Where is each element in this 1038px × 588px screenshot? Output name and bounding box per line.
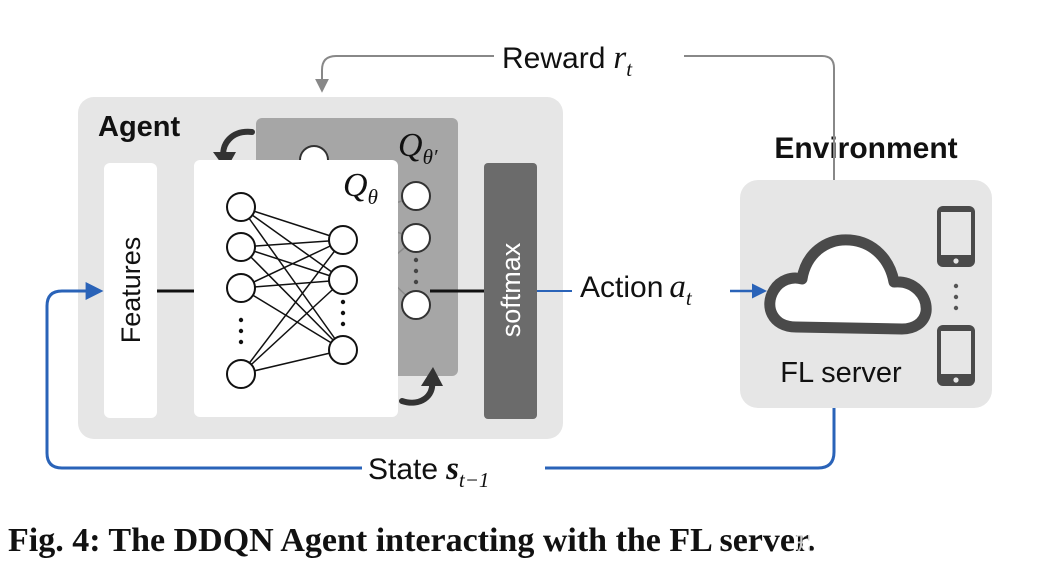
- watermark: 知乎 @一条小咸鱼: [794, 530, 1010, 560]
- fl-server-label: FL server: [780, 357, 902, 389]
- target-node: [401, 181, 431, 211]
- output-node: [328, 225, 358, 255]
- output-node: [328, 335, 358, 365]
- curved-arrow-icon-head: [421, 367, 443, 386]
- figure-caption: Fig. 4: The DDQN Agent interacting with …: [8, 522, 815, 559]
- input-node: [226, 273, 256, 303]
- output-node: [328, 265, 358, 295]
- cloud-icon: [764, 234, 932, 335]
- smartphone-icon: [937, 206, 975, 267]
- q-main-label: Qθ: [343, 167, 378, 209]
- output-ellipsis-dots: [340, 299, 346, 327]
- state-line: [45, 291, 836, 470]
- input-node: [226, 359, 256, 389]
- input-ellipsis-dots: [238, 317, 244, 345]
- features-block: [104, 163, 157, 418]
- smartphone-icon: [937, 325, 975, 386]
- main-network: Qθ: [194, 160, 398, 417]
- target-node: [401, 290, 431, 320]
- softmax-block: [484, 163, 537, 419]
- input-node: [226, 192, 256, 222]
- softmax-label: softmax: [496, 242, 526, 337]
- device-ellipsis-dots: [953, 283, 959, 311]
- target-node: [401, 223, 431, 253]
- input-node: [226, 232, 256, 262]
- main-network-connections: [240, 206, 344, 375]
- target-ellipsis-dots: [413, 257, 419, 285]
- features-label: Features: [116, 237, 146, 344]
- agent-label: Agent: [98, 111, 181, 143]
- reward-line: [322, 55, 835, 180]
- q-target-label: Qθ′: [398, 127, 438, 169]
- environment-label: Environment: [774, 132, 957, 165]
